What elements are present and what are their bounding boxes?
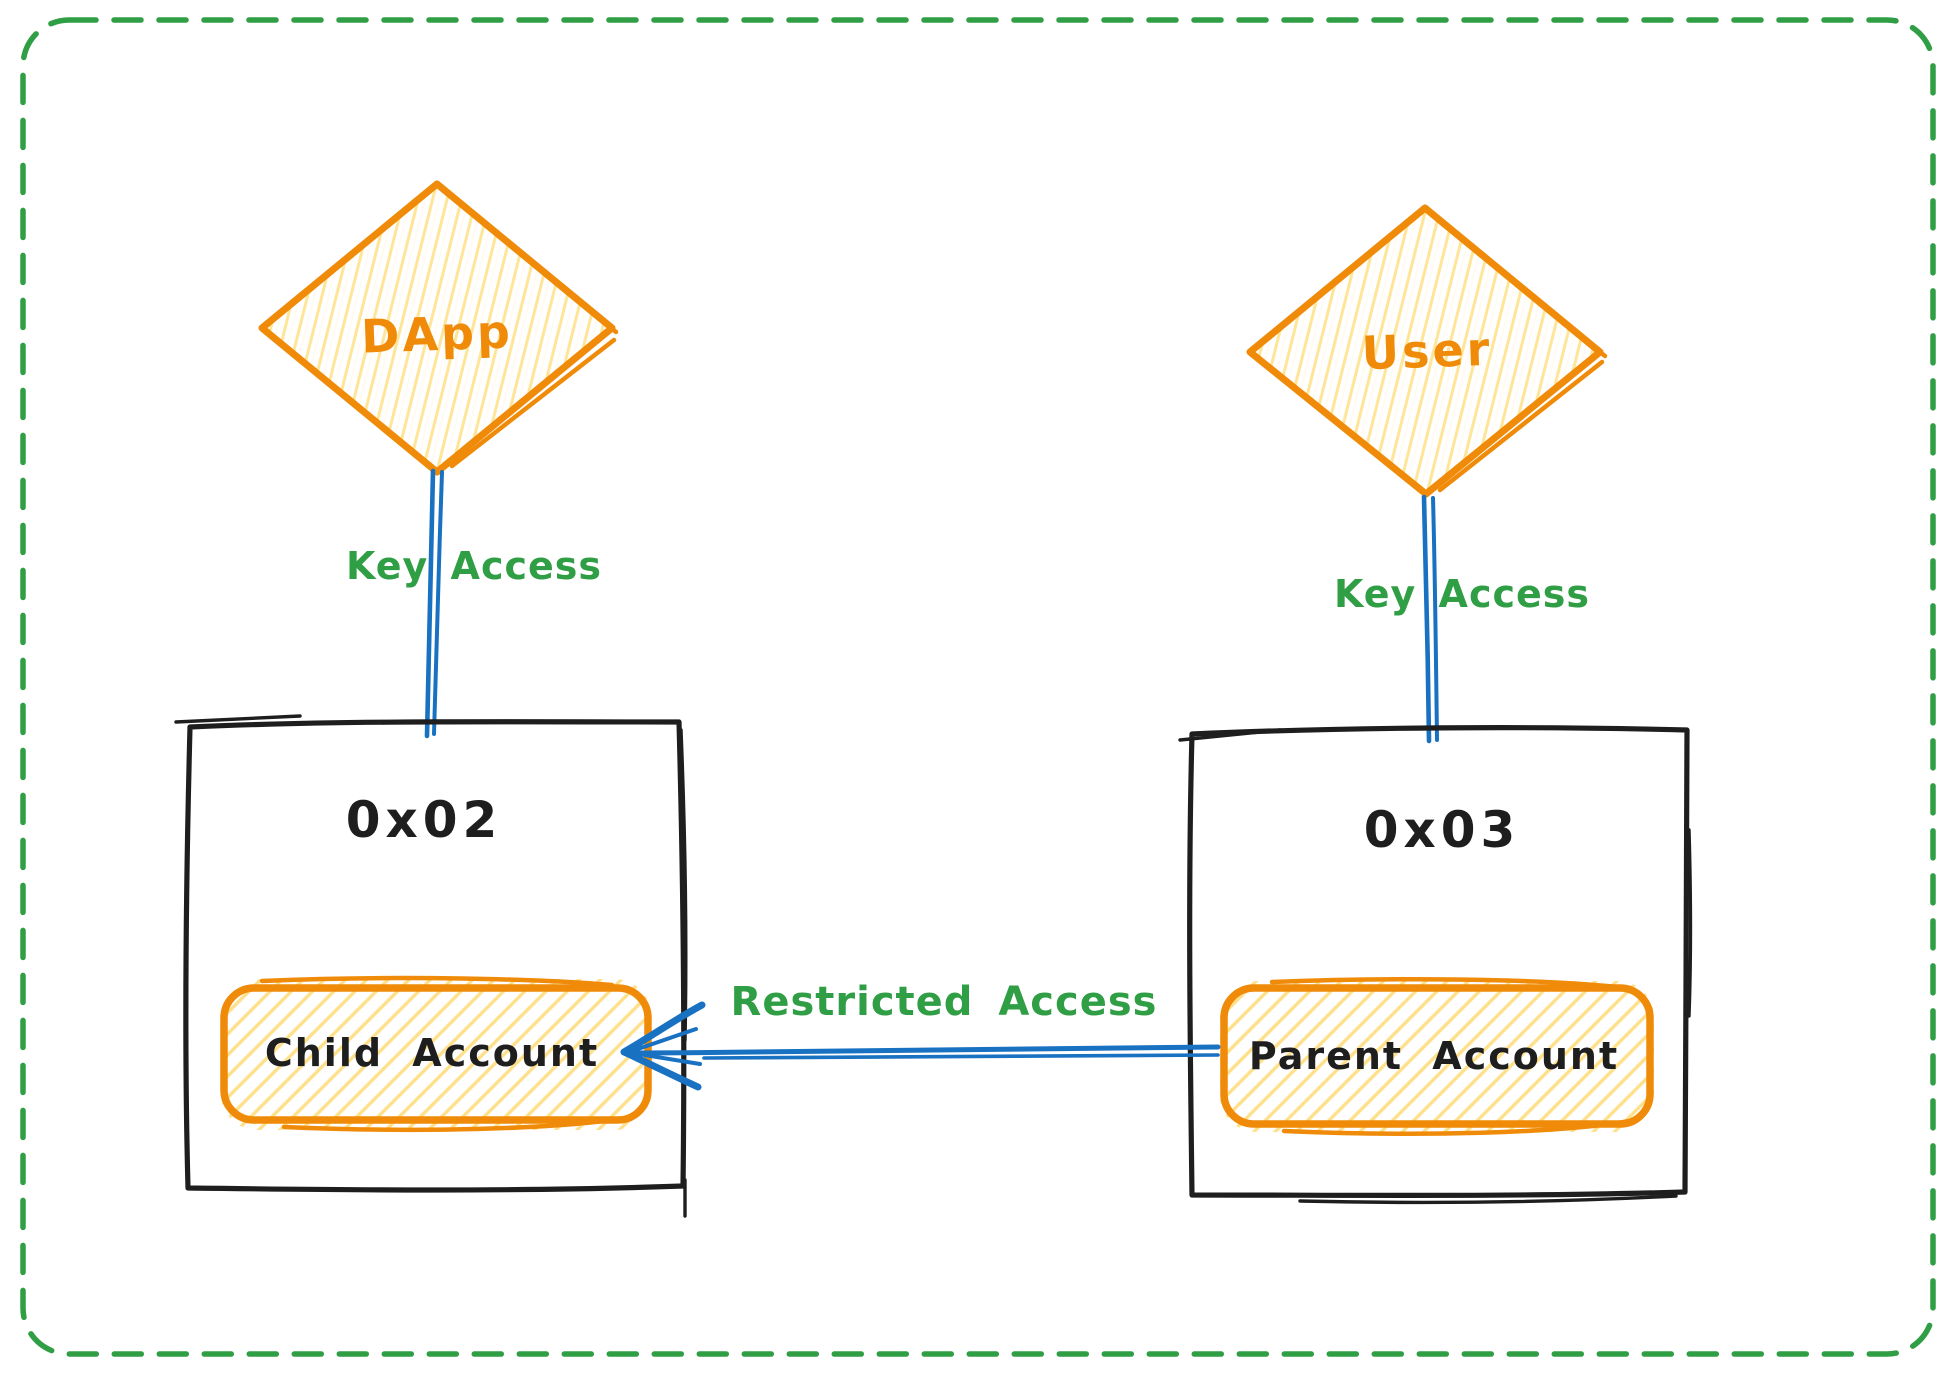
restricted-access-arrow[interactable] — [620, 1001, 1221, 1091]
user-key-access-stroke-1[interactable] — [1421, 494, 1432, 744]
account-0x03-sketch-stroke — [1178, 728, 1693, 1205]
restricted-access-label[interactable]: Restricted Access — [730, 979, 1158, 1025]
child-account-fill — [221, 979, 651, 1130]
parent-account-label[interactable]: Parent Account — [1248, 1034, 1620, 1078]
user-key-access-stroke-2 — [1431, 496, 1439, 742]
dapp-key-access-stroke-2 — [432, 470, 444, 736]
dapp-diamond-sketch-stroke — [449, 193, 619, 469]
parent-account-outline[interactable] — [1220, 984, 1654, 1128]
child-account-sketch-stroke — [259, 975, 629, 1133]
parent-account-fill — [1220, 981, 1654, 1132]
dapp-diamond[interactable] — [258, 180, 619, 476]
arrowhead — [620, 1001, 706, 1091]
user-diamond-sketch-stroke — [1437, 219, 1608, 493]
parent-account-box[interactable] — [1220, 977, 1654, 1137]
key-access-label-right[interactable]: Key Access — [1333, 572, 1591, 616]
child-account-label[interactable]: Child Account — [264, 1031, 600, 1075]
key-access-label-left[interactable]: Key Access — [345, 544, 603, 588]
account-0x02-label[interactable]: 0x02 — [345, 791, 503, 849]
parent-account-sketch-stroke — [1269, 977, 1633, 1137]
account-0x02-outline[interactable] — [183, 719, 687, 1193]
dapp-key-access-line[interactable] — [424, 468, 444, 739]
account-0x02-sketch-stroke — [174, 714, 688, 1218]
canvas-frame — [20, 17, 1936, 1357]
arrowhead-sketch-stroke — [630, 1027, 702, 1066]
dapp-label[interactable]: DApp — [360, 304, 514, 364]
dapp-key-access-stroke-1[interactable] — [424, 468, 436, 739]
user-diamond[interactable] — [1246, 204, 1608, 498]
user-key-access-line[interactable] — [1421, 494, 1439, 744]
restricted-access-line-1[interactable] — [631, 1044, 1221, 1056]
account-0x03-label[interactable]: 0x03 — [1363, 801, 1521, 859]
restricted-access-line-2 — [702, 1053, 1220, 1060]
user-label[interactable]: User — [1360, 321, 1494, 381]
account-0x02-box[interactable] — [174, 714, 688, 1218]
